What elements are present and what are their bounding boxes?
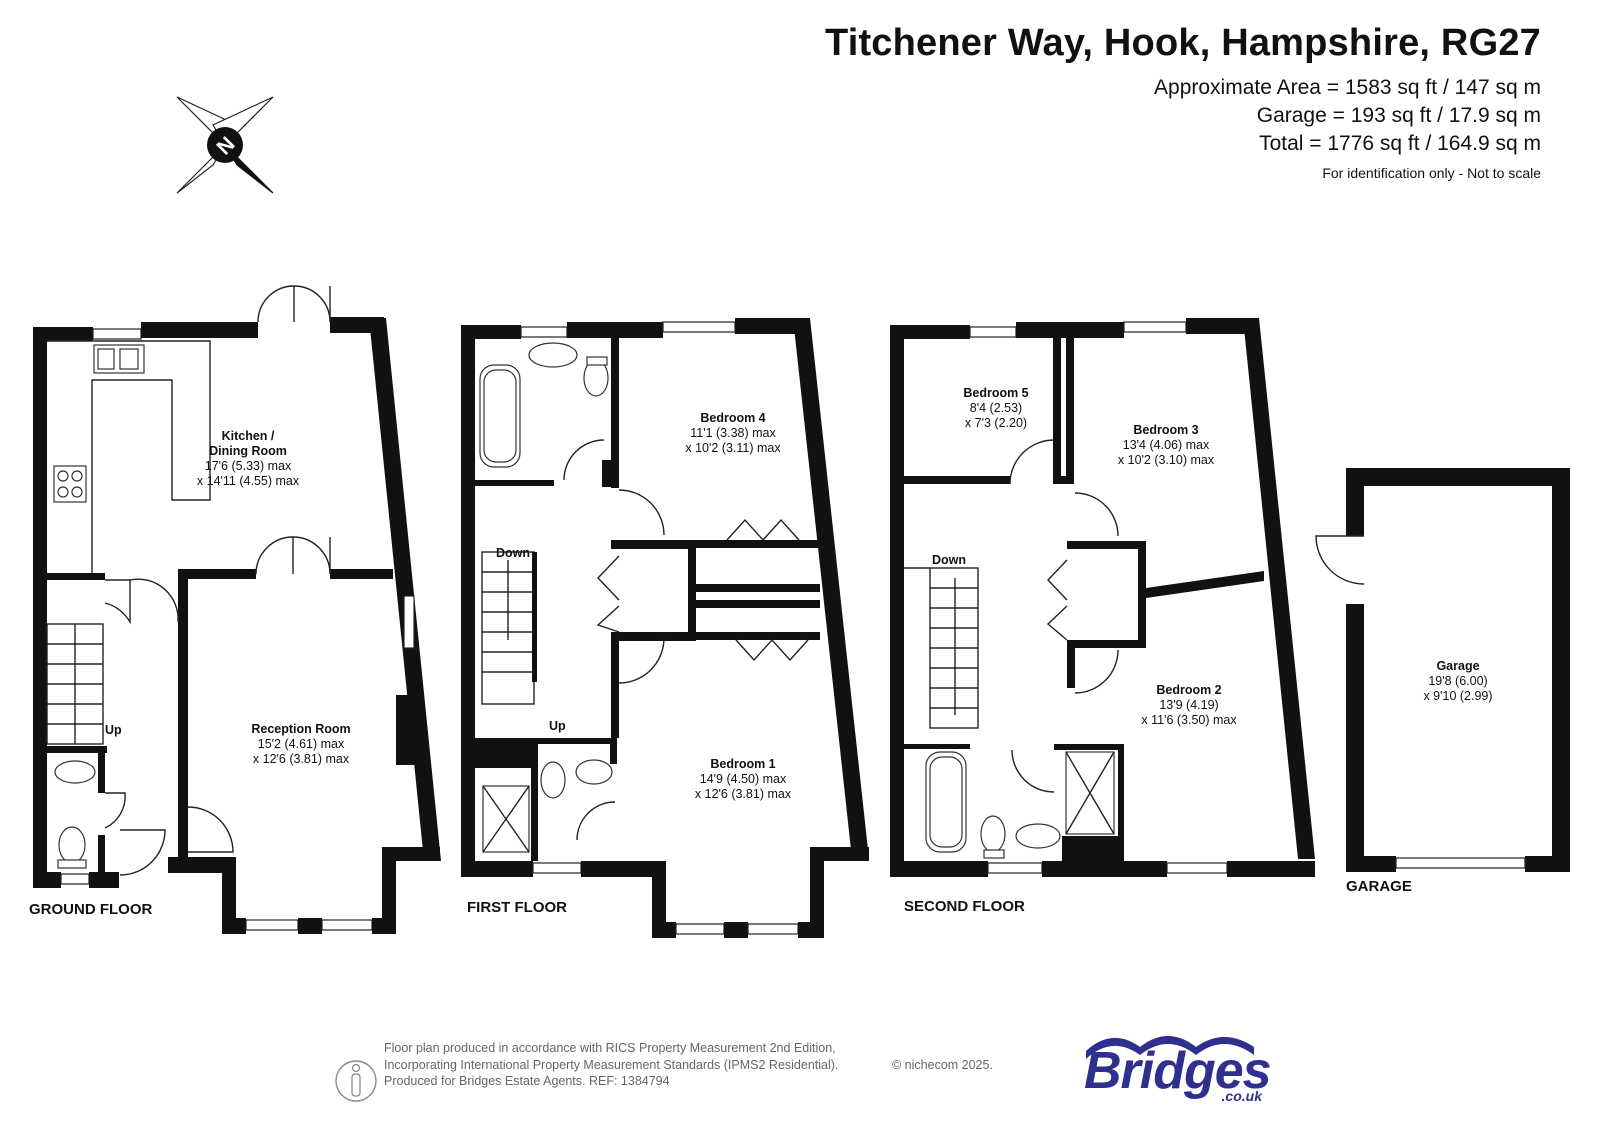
- footer-line-3: Produced for Bridges Estate Agents. REF:…: [384, 1074, 670, 1088]
- scale-disclaimer: For identification only - Not to scale: [1322, 165, 1541, 181]
- garage-name: Garage: [1436, 659, 1479, 673]
- bridges-logo-domain: .co.uk: [1221, 1088, 1262, 1104]
- second-stair-down: Down: [932, 553, 966, 567]
- footer-line-1: Floor plan produced in accordance with R…: [384, 1041, 836, 1055]
- kitchen-name-2: Dining Room: [209, 444, 287, 458]
- property-title: Titchener Way, Hook, Hampshire, RG27: [824, 22, 1541, 64]
- bedroom1-dim-2: x 12'6 (3.81) max: [695, 787, 792, 801]
- first-floor-plan: [461, 318, 869, 938]
- garage-plan: [1315, 468, 1570, 872]
- bedroom4-dim-1: 11'1 (3.38) max: [690, 426, 776, 440]
- bedroom1-name: Bedroom 1: [710, 757, 775, 771]
- measurement-standard-icon: [335, 1060, 377, 1102]
- bridges-logo-text: Bridges: [1084, 1042, 1272, 1100]
- garage-area: Garage = 193 sq ft / 17.9 sq m: [1256, 104, 1541, 127]
- bedroom1-dim-1: 14'9 (4.50) max: [700, 772, 787, 786]
- bedroom2-dim-2: x 11'6 (3.50) max: [1141, 713, 1237, 727]
- garage-dim-2: x 9'10 (2.99): [1423, 689, 1492, 703]
- kitchen-dim-1: 17'6 (5.33) max: [205, 459, 292, 473]
- bedroom3-dim-2: x 10'2 (3.10) max: [1118, 453, 1215, 467]
- second-floor-label: SECOND FLOOR: [904, 898, 1025, 915]
- approximate-area: Approximate Area = 1583 sq ft / 147 sq m: [1154, 76, 1541, 99]
- total-area: Total = 1776 sq ft / 164.9 sq m: [1259, 132, 1541, 155]
- bedroom2-dim-1: 13'9 (4.19): [1159, 698, 1218, 712]
- kitchen-dim-2: x 14'11 (4.55) max: [197, 474, 300, 488]
- footer-line-2: Incorporating International Property Mea…: [384, 1057, 839, 1072]
- garage-label: GARAGE: [1346, 878, 1412, 895]
- room-labels: Kitchen / Dining Room 17'6 (5.33) max x …: [29, 386, 1493, 918]
- bedroom5-dim-1: 8'4 (2.53): [970, 401, 1022, 415]
- bridges-logo: Bridges .co.uk: [1084, 1033, 1274, 1104]
- second-floor-plan: [890, 318, 1315, 877]
- ground-floor-plan: [33, 285, 441, 934]
- first-stair-down: Down: [496, 546, 530, 560]
- first-stair-up: Up: [549, 719, 566, 733]
- garage-dim-1: 19'8 (6.00): [1428, 674, 1487, 688]
- bedroom3-dim-1: 13'4 (4.06) max: [1123, 438, 1210, 452]
- bedroom2-name: Bedroom 2: [1156, 683, 1221, 697]
- ground-stair-up: Up: [105, 723, 122, 737]
- bedroom4-dim-2: x 10'2 (3.11) max: [685, 441, 781, 455]
- bedroom3-name: Bedroom 3: [1133, 423, 1198, 437]
- kitchen-name-1: Kitchen /: [222, 429, 275, 443]
- bridges-logo-arch-icon: [1086, 1036, 1254, 1059]
- first-floor-label: FIRST FLOOR: [467, 899, 567, 916]
- reception-name: Reception Room: [251, 722, 350, 736]
- bedroom5-dim-2: x 7'3 (2.20): [965, 416, 1027, 430]
- north-compass-icon: N: [176, 96, 274, 194]
- reception-dim-2: x 12'6 (3.81) max: [253, 752, 350, 766]
- bedroom4-name: Bedroom 4: [700, 411, 765, 425]
- footer-notes: Floor plan produced in accordance with R…: [384, 1040, 838, 1090]
- copyright-notice: © nichecom 2025.: [892, 1058, 993, 1072]
- bedroom5-name: Bedroom 5: [963, 386, 1028, 400]
- ground-floor-label: GROUND FLOOR: [29, 901, 152, 918]
- reception-dim-1: 15'2 (4.61) max: [258, 737, 345, 751]
